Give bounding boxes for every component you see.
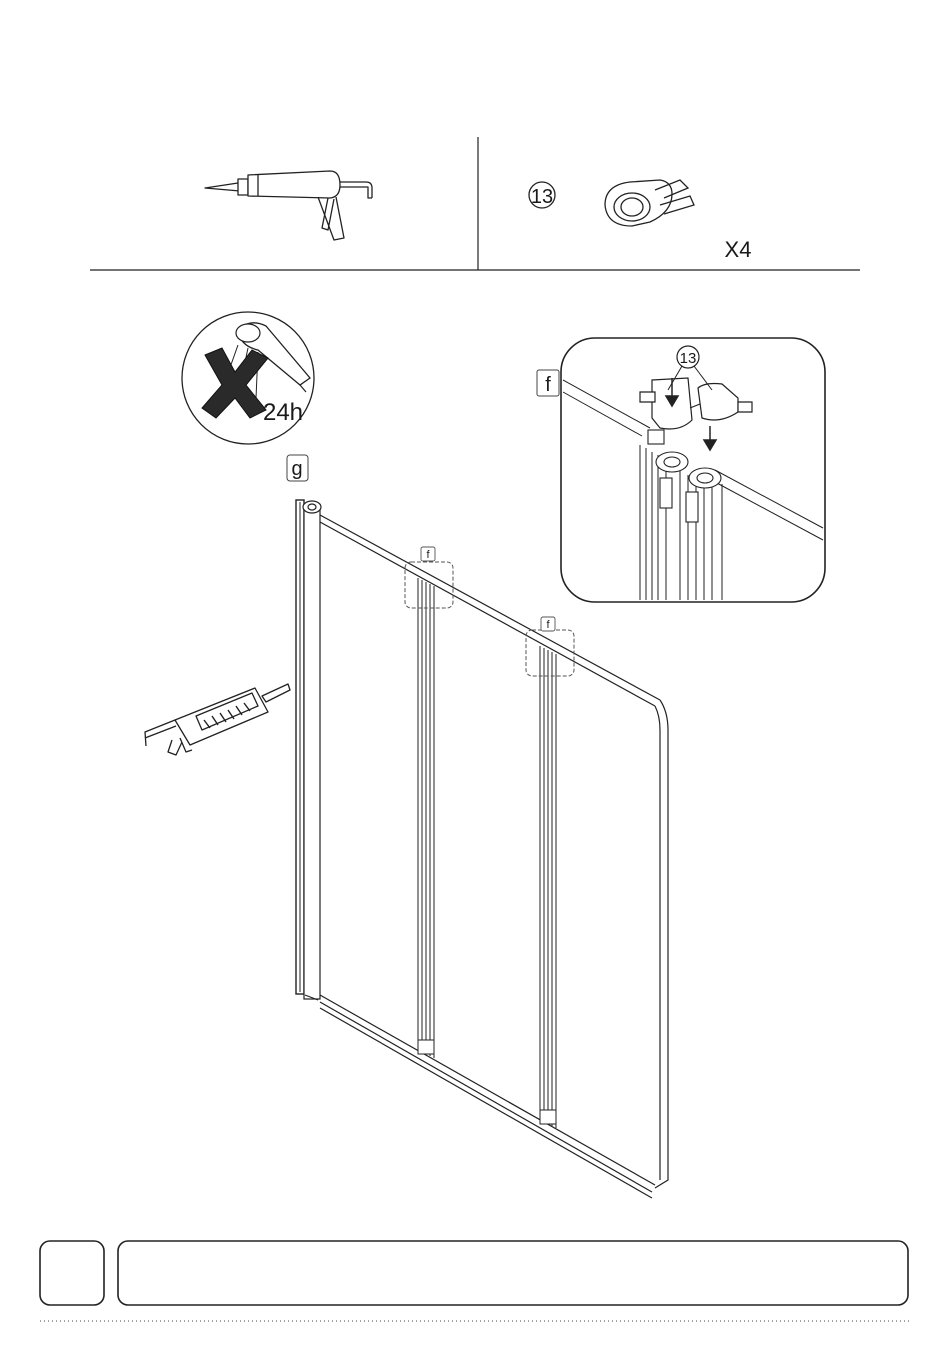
part-number-label: 13: [531, 186, 553, 208]
hinge-detail-callout: [537, 338, 825, 602]
step-number-box: [40, 1241, 104, 1305]
bath-screen-panels: [296, 500, 668, 1198]
detail-label-f: f: [545, 374, 551, 396]
cure-time-label: 24h: [263, 399, 303, 426]
part-13-header-icon: [529, 180, 694, 226]
callout-part-number: 13: [680, 350, 697, 367]
quantity-label: X4: [725, 237, 752, 262]
silicone-gun-icon: [205, 171, 372, 240]
instruction-box: [118, 1241, 908, 1305]
hinge-label-g: g: [291, 458, 302, 480]
silicone-application-icon: [145, 684, 290, 755]
